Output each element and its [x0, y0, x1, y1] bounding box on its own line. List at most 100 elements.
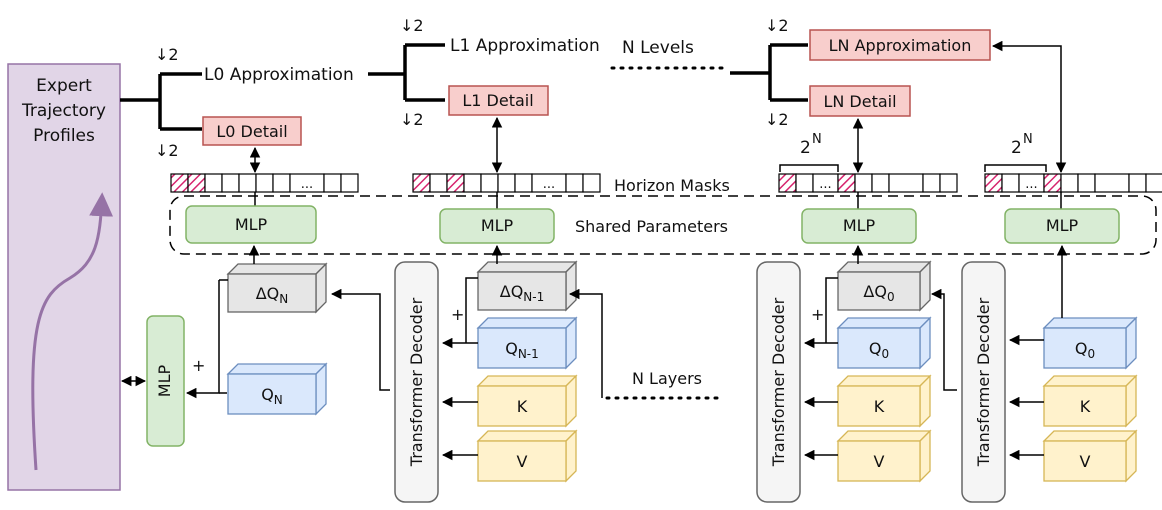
mask-cell: [221, 173, 240, 193]
delta-q-0: ΔQ0: [836, 260, 932, 312]
mask-cell: [778, 173, 797, 193]
mask-cell: [429, 173, 448, 193]
mask-cell: [187, 173, 206, 193]
n-layers-label: N Layers: [632, 369, 702, 388]
expert-label-line-1: Expert: [36, 76, 92, 96]
mask-cell: [238, 173, 257, 193]
expert-label-line-2: Trajectory: [21, 101, 106, 121]
value-block-3: V: [1042, 429, 1138, 483]
shared-parameters-region: [169, 195, 1157, 255]
shared-parameters-label: Shared Parameters: [575, 217, 728, 236]
ln-detail-box: LN Detail: [809, 85, 911, 117]
horizon-mask-l1: ...: [412, 173, 601, 193]
downsample-ln-bottom: ↓2: [765, 110, 789, 129]
svg-text:MLP: MLP: [843, 216, 876, 235]
transformer-decoder-1: Transformer Decoder: [394, 261, 439, 503]
residual-plus-n: +: [192, 356, 205, 375]
wavelet-tree: [120, 43, 808, 131]
svg-text:L0 Detail: L0 Detail: [216, 122, 287, 141]
svg-text:ΔQ0: ΔQ0: [863, 282, 894, 304]
svg-text:K: K: [517, 397, 528, 416]
key-block-2: K: [836, 374, 932, 428]
mask-cell: [1077, 173, 1096, 193]
mask-cell: [984, 173, 1003, 193]
mlp-level-n-approx: MLP: [1004, 208, 1120, 244]
mask-cell: [1128, 173, 1147, 193]
svg-text:MLP: MLP: [155, 364, 174, 397]
horizon-masks-label: Horizon Masks: [614, 176, 730, 195]
svg-text:N: N: [812, 132, 822, 147]
mask-cell: [497, 173, 516, 193]
delta-q-n-minus-1: ΔQN-1: [476, 260, 578, 312]
mask-cell: [480, 173, 499, 193]
mask-cell: [323, 173, 342, 193]
l0-approximation-label: L0 Approximation: [204, 65, 354, 85]
mask-cell: [837, 173, 856, 193]
mask-cell: [446, 173, 465, 193]
mask-cell: [565, 173, 584, 193]
mask-ellipsis: ...: [301, 177, 313, 192]
downsample-l1-bottom: ↓2: [400, 110, 424, 129]
svg-text:MLP: MLP: [481, 216, 514, 235]
mask-cell: [255, 173, 274, 193]
query-0-b: Q0: [1042, 316, 1138, 370]
transformer-decoder-2: Transformer Decoder: [756, 261, 801, 503]
query-n: QN: [226, 362, 328, 416]
horizon-mask-ln-detail: ...: [778, 173, 958, 193]
mlp-level-0: MLP: [185, 205, 317, 244]
svg-text:Transformer Decoder: Transformer Decoder: [407, 297, 426, 467]
svg-text:LN Detail: LN Detail: [823, 92, 896, 111]
mask-ellipsis: ...: [543, 177, 555, 192]
ln-approximation-box: LN Approximation: [809, 29, 991, 61]
query-0-a: Q0: [836, 316, 932, 370]
svg-text:Q0: Q0: [869, 339, 889, 361]
svg-text:K: K: [1080, 397, 1091, 416]
downsample-ln-top: ↓2: [765, 16, 789, 35]
mask-cell: [340, 173, 359, 193]
svg-text:L1 Detail: L1 Detail: [462, 91, 533, 110]
trajectory-curve-icon: [31, 192, 114, 471]
svg-text:ΔQN-1: ΔQN-1: [500, 282, 545, 304]
svg-text:2: 2: [800, 138, 811, 158]
mlp-initial: MLP: [146, 315, 185, 447]
mask-cell: [1043, 173, 1062, 193]
svg-text:LN Approximation: LN Approximation: [829, 36, 972, 55]
key-block-1: K: [476, 374, 578, 428]
span-bracket-ln-detail: 2 N: [779, 132, 839, 172]
mask-cell: [854, 173, 873, 193]
horizon-mask-l0: ...: [170, 173, 359, 193]
svg-text:MLP: MLP: [235, 215, 268, 234]
mask-cell: [272, 173, 291, 193]
mlp-level-n-detail: MLP: [801, 208, 917, 244]
mask-cell: [1145, 173, 1162, 193]
svg-text:V: V: [874, 452, 885, 471]
l1-approximation-label: L1 Approximation: [450, 36, 600, 56]
transformer-decoder-3: Transformer Decoder: [961, 261, 1006, 503]
mask-cell: [582, 173, 601, 193]
mask-cell: [795, 173, 814, 193]
mask-cell: [939, 173, 958, 193]
expert-label-line-3: Profiles: [33, 126, 95, 146]
mlp-level-1: MLP: [439, 208, 555, 244]
mask-cell: [1001, 173, 1020, 193]
svg-text:V: V: [517, 452, 528, 471]
mask-cell: [463, 173, 482, 193]
residual-plus-n1: +: [451, 305, 464, 324]
svg-text:Transformer Decoder: Transformer Decoder: [974, 297, 993, 467]
value-block-1: V: [476, 429, 578, 483]
downsample-l0-top: ↓2: [155, 45, 179, 64]
mask-ellipsis: ...: [1025, 177, 1037, 192]
mask-cell: [204, 173, 223, 193]
svg-text:QN: QN: [261, 385, 283, 407]
mask-cell: [888, 173, 924, 193]
mask-cell: [1094, 173, 1130, 193]
span-bracket-ln-approx: 2 N: [984, 132, 1047, 172]
svg-text:Transformer Decoder: Transformer Decoder: [769, 297, 788, 467]
query-n-minus-1: QN-1: [476, 316, 578, 370]
svg-text:K: K: [874, 397, 885, 416]
svg-text:ΔQN: ΔQN: [256, 284, 289, 306]
residual-plus-0: +: [811, 305, 824, 324]
mask-cell: [922, 173, 941, 193]
horizon-mask-ln-approx: ...: [984, 173, 1162, 193]
svg-text:N: N: [1023, 132, 1033, 147]
